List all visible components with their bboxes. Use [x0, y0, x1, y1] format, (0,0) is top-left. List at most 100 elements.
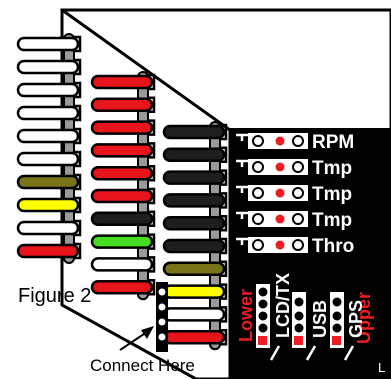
row-pin-power: [275, 240, 285, 250]
board-row: RPM: [236, 132, 354, 153]
board-row: Thro: [236, 236, 354, 257]
board-row: Tmp: [236, 158, 352, 179]
row-pin-power: [275, 188, 285, 198]
header-pin: [158, 333, 166, 341]
wire-terminal: [220, 146, 228, 164]
enclosure-edge: [61, 8, 231, 132]
row-label: Tmp: [312, 158, 352, 179]
wire-column-left: [16, 33, 82, 264]
board-row: Tmp: [236, 184, 352, 205]
connect-here-label: Connect Here: [90, 356, 195, 375]
wire-terminal: [74, 150, 82, 168]
upper-label: Upper: [354, 292, 374, 344]
row-pin-ground: [252, 213, 264, 225]
wire-terminal: [220, 237, 228, 255]
row-pin-signal: [292, 187, 304, 199]
connect-arrow: [119, 326, 154, 351]
connector-header: [156, 282, 168, 352]
row-connector-end: [304, 237, 308, 253]
board-row: Tmp: [236, 210, 352, 231]
row-pin-ground: [252, 161, 264, 173]
wire-terminal: [74, 58, 82, 76]
wire-black: [162, 193, 226, 208]
wire-white: [16, 220, 80, 236]
wire-red: [90, 143, 154, 158]
row-pin-signal: [292, 161, 304, 173]
wire-red: [162, 329, 226, 345]
wire-column-middle: [90, 71, 156, 301]
wire-yellow: [16, 197, 80, 213]
wire-black: [162, 215, 226, 231]
wire-white: [16, 82, 80, 98]
wire-terminal: [74, 242, 82, 260]
wire-terminal: [74, 81, 82, 99]
row-pin-signal: [292, 213, 304, 225]
wire-terminal: [220, 328, 228, 346]
slot-connector-usb: [292, 292, 306, 348]
wire-white: [90, 257, 154, 272]
wire-black: [90, 211, 154, 227]
slot-slash: [269, 345, 281, 361]
row-pin-ground: [252, 239, 264, 251]
wire-terminal: [148, 278, 156, 296]
wire-terminal: [220, 192, 228, 209]
wire-white: [162, 307, 226, 322]
wire-green: [90, 234, 154, 249]
row-pin-signal: [292, 239, 304, 251]
wire-terminal: [220, 214, 228, 232]
wire-olive: [162, 261, 226, 277]
row-label: Tmp: [312, 210, 352, 231]
slot-connector-lcd: [256, 284, 270, 348]
slot-slash: [343, 345, 355, 361]
wire-black: [162, 238, 226, 254]
row-pin-power: [275, 162, 285, 172]
wire-red: [90, 120, 154, 135]
slot-label-gps: GPS: [346, 300, 366, 338]
header-pin: [158, 303, 166, 311]
wire-white: [16, 36, 80, 52]
wire-white: [16, 59, 80, 75]
wire-terminal: [148, 96, 156, 114]
wire-terminal: [148, 233, 156, 250]
wire-terminal: [74, 127, 82, 145]
row-connector-end: [304, 185, 308, 201]
slot-slash: [305, 345, 317, 361]
row-connector-end: [304, 211, 308, 227]
wire-terminal: [148, 187, 156, 205]
row-pin-signal: [292, 135, 304, 147]
slot-connector-gps: [330, 292, 344, 348]
row-connector-end: [304, 159, 308, 175]
figure-caption: Figure 2: [18, 285, 91, 307]
wire-red: [90, 279, 154, 295]
wire-terminal: [220, 306, 228, 323]
wire-terminal: [74, 104, 82, 122]
wire-terminal: [148, 142, 156, 159]
wire-terminal: [74, 196, 82, 214]
slot-label-lcd-tx: LCD/TX: [273, 273, 293, 338]
wire-terminal: [74, 219, 82, 237]
wire-red: [16, 243, 80, 259]
row-connector-end: [304, 133, 308, 149]
slot-label-usb: USB: [310, 300, 330, 338]
wire-black: [162, 124, 226, 140]
wire-terminal: [74, 35, 82, 53]
wire-white: [16, 105, 80, 121]
header-pin: [158, 288, 166, 296]
row-pin-ground: [252, 187, 264, 199]
wire-white: [16, 151, 80, 167]
header-pin: [158, 318, 166, 326]
wire-terminal: [220, 283, 228, 300]
wire-terminal: [220, 169, 228, 186]
wire-terminal: [220, 260, 228, 278]
lower-label: Lower: [236, 289, 256, 342]
wire-red: [90, 74, 154, 90]
wire-terminal: [148, 210, 156, 228]
row-pin-power: [275, 136, 285, 146]
wire-terminal: [74, 173, 82, 191]
wire-terminal: [148, 119, 156, 136]
wire-terminal: [220, 123, 228, 141]
row-label: Tmp: [312, 184, 352, 205]
